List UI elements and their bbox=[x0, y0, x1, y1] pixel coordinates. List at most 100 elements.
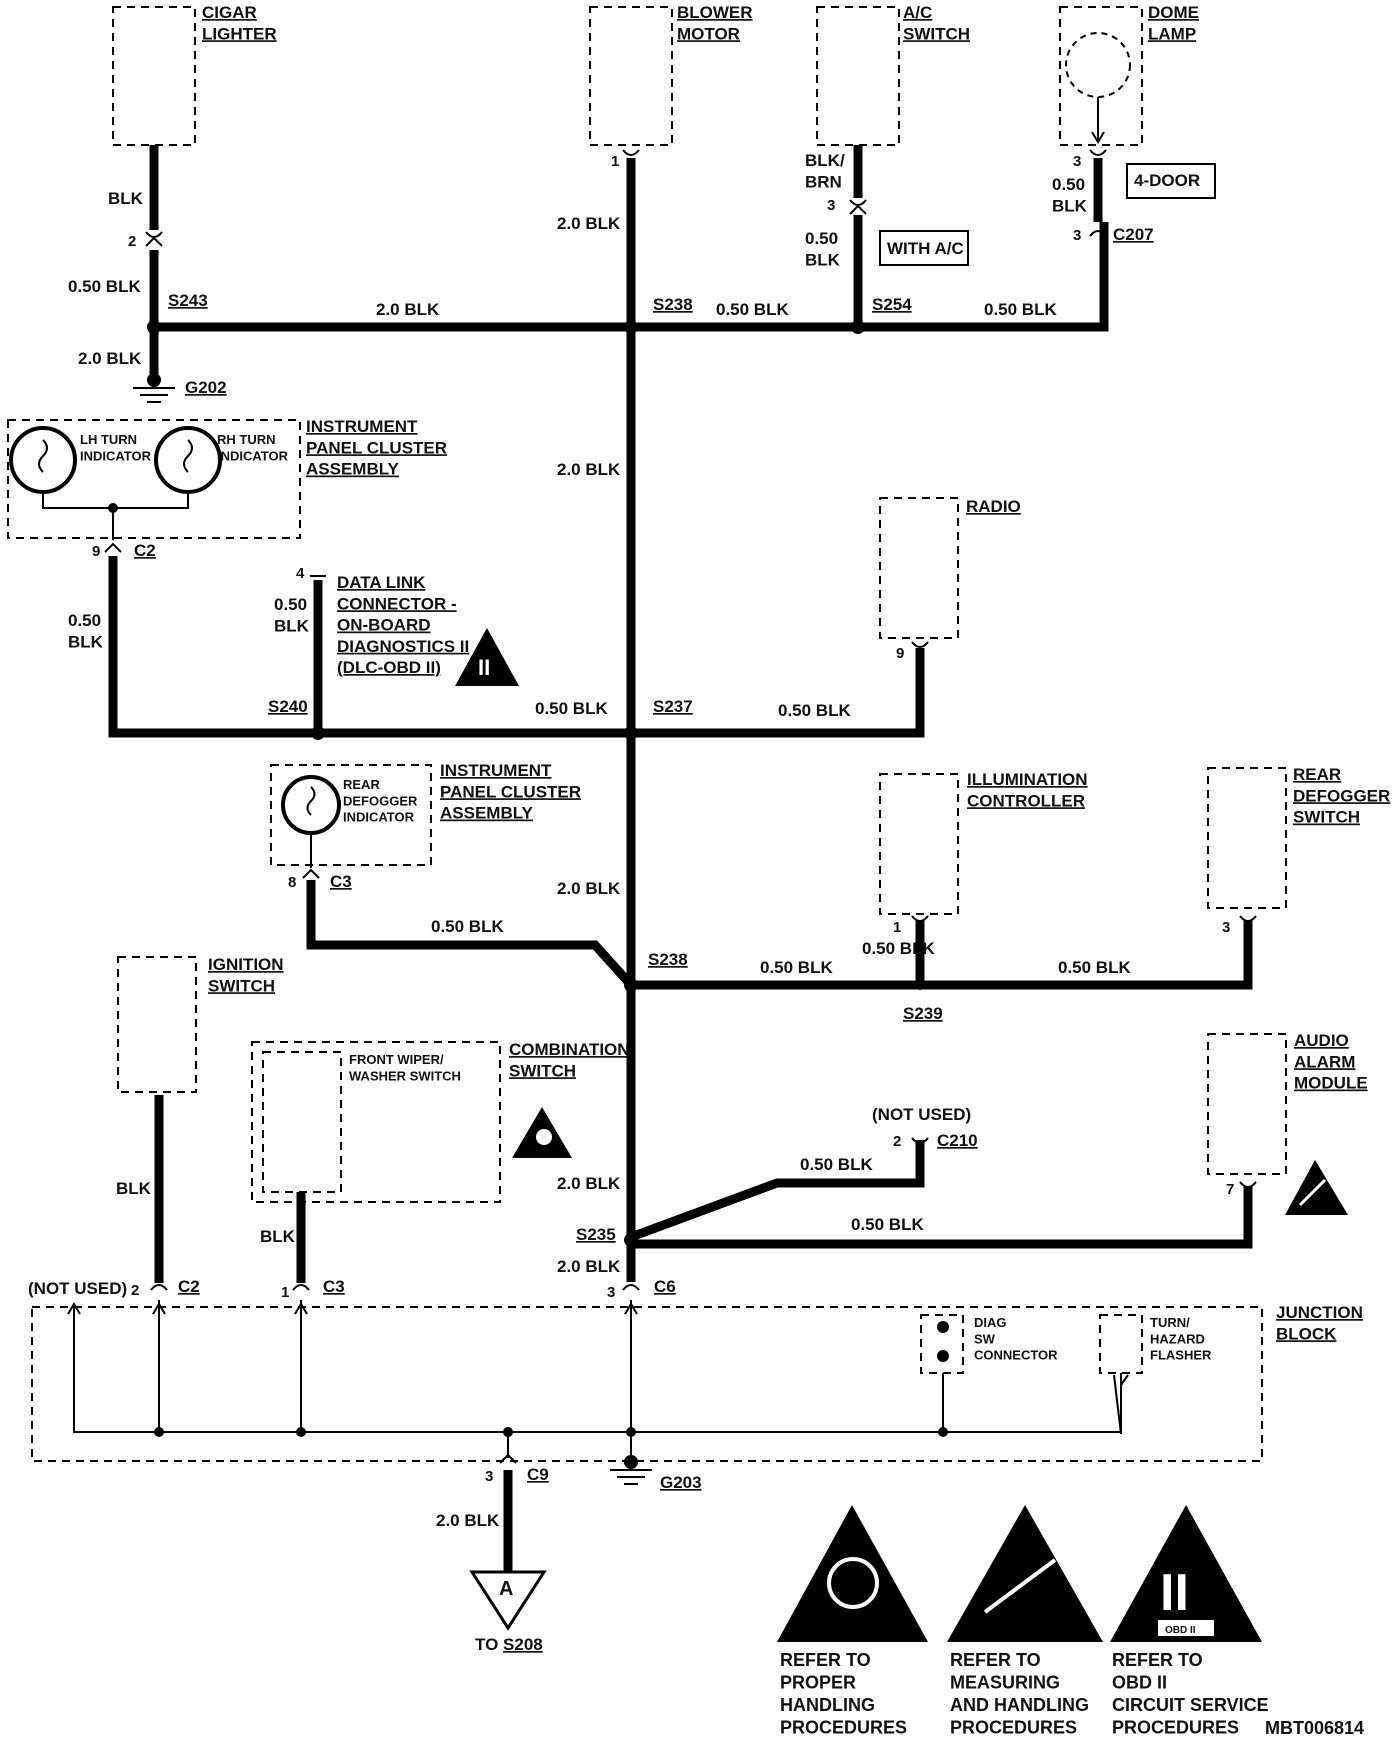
pin-c3-8: 8 bbox=[288, 874, 296, 891]
wire-label-trunk2-20: 2.0 BLK bbox=[557, 879, 621, 898]
lh-turn-bulb-icon bbox=[9, 426, 77, 494]
splice-s238a bbox=[624, 320, 638, 334]
rear-defogger-switch-box bbox=[1207, 767, 1287, 909]
g203-node bbox=[624, 1455, 638, 1469]
pin-c2-2: 2 bbox=[131, 1282, 139, 1299]
pin-dome-3: 3 bbox=[1073, 153, 1081, 170]
diag-pin-1 bbox=[937, 1321, 949, 1333]
diag-sw-connector-box bbox=[920, 1314, 964, 1374]
splice-label-s237: S237 bbox=[653, 697, 693, 716]
connector-label-c6: C6 bbox=[654, 1277, 676, 1296]
with-ac-label: WITH A/C bbox=[887, 239, 964, 258]
ground-label-g203: G203 bbox=[660, 1473, 702, 1492]
splice-s254 bbox=[851, 320, 865, 334]
audio-alarm-module-box bbox=[1207, 1033, 1287, 1175]
junction-node-4 bbox=[626, 1427, 636, 1437]
wire-label-dome-050: 0.50 BLK bbox=[984, 300, 1057, 319]
illumination-controller-box bbox=[879, 773, 959, 915]
wire-label-wiper-blk: BLK bbox=[260, 1227, 296, 1246]
splice-label-s235: S235 bbox=[576, 1225, 616, 1244]
wire-label-c210-050: 0.50 BLK bbox=[800, 1155, 873, 1174]
wire-s238-bus bbox=[631, 920, 1253, 990]
splice-s237 bbox=[624, 726, 638, 740]
pin-illum-1: 1 bbox=[893, 919, 901, 936]
esd-caution-icon-hand bbox=[1298, 1178, 1327, 1207]
dome-lamp-bulb-icon bbox=[1065, 32, 1131, 98]
g202-node bbox=[147, 373, 161, 387]
obd-ii-symbol-text: II bbox=[478, 655, 490, 680]
front-wiper-label: FRONT WIPER/WASHER SWITCH bbox=[349, 1052, 461, 1083]
wire-label-c9-20: 2.0 BLK bbox=[436, 1511, 500, 1530]
wire-label-trunk3-20: 2.0 BLK bbox=[557, 1174, 621, 1193]
connector-label-c2-top: C2 bbox=[134, 541, 156, 560]
not-used-junction: (NOT USED) bbox=[28, 1279, 127, 1298]
instrument-cluster-1-box bbox=[7, 419, 301, 539]
connector-c210 bbox=[911, 1137, 929, 1144]
splice-s238b bbox=[624, 978, 638, 992]
measuring-caution-icon bbox=[947, 1505, 1103, 1642]
offpage-connector-a-icon bbox=[469, 1570, 547, 1631]
obd-ii-symbol-icon bbox=[455, 628, 519, 686]
wire-label-audio-050: 0.50 BLK bbox=[851, 1215, 924, 1234]
connector-label-c2-bottom: C2 bbox=[178, 1277, 200, 1296]
wire-c210 bbox=[629, 1140, 925, 1242]
splice-s235 bbox=[624, 1233, 638, 1247]
junction-node-2 bbox=[296, 1427, 306, 1437]
pin-audio-7: 7 bbox=[1226, 1181, 1234, 1198]
wire-label-ignition-blk: BLK bbox=[116, 1179, 152, 1198]
connector-c9 bbox=[499, 1453, 517, 1464]
splice-s243 bbox=[147, 320, 161, 334]
obd-caution-symbol: II bbox=[1160, 1564, 1189, 1622]
pin-defog-sw-3: 3 bbox=[1222, 919, 1230, 936]
rear-defogger-bulb-icon bbox=[281, 775, 341, 835]
cluster-1-internal bbox=[42, 492, 189, 540]
connector-ac-3 bbox=[849, 199, 867, 215]
splice-label-s240: S240 bbox=[268, 697, 308, 716]
wire-label-radio-050: 0.50 BLK bbox=[778, 701, 851, 720]
pin-blower-1: 1 bbox=[611, 153, 619, 170]
connector-label-c9: C9 bbox=[527, 1465, 549, 1484]
splice-label-s238a: S238 bbox=[653, 295, 693, 314]
wire-label-trunk-20: 2.0 BLK bbox=[557, 460, 621, 479]
figure-id: MBT006814 bbox=[1265, 1718, 1364, 1738]
handling-caution-icon bbox=[777, 1505, 928, 1642]
obd-caution-icon bbox=[1110, 1505, 1262, 1642]
connector-c207 bbox=[1089, 149, 1107, 237]
wire-label-s238b-050: 0.50 BLK bbox=[760, 958, 833, 977]
flasher-lead bbox=[1113, 1373, 1129, 1435]
wire-label-c6-20: 2.0 BLK bbox=[557, 1257, 621, 1276]
connectors-illum-defog bbox=[911, 915, 1257, 922]
splice-label-s254: S254 bbox=[872, 295, 912, 314]
handling-caution-icon-detail bbox=[827, 1557, 879, 1609]
obd-caution-tag: OBD II bbox=[1165, 1625, 1196, 1636]
radio-box bbox=[879, 497, 959, 639]
g202-ground-icon bbox=[133, 387, 175, 403]
pin-cigar-2: 2 bbox=[128, 233, 136, 250]
wire-top-bus bbox=[154, 222, 1109, 332]
connector-audio-7 bbox=[1239, 1181, 1257, 1188]
junction-input-arrows bbox=[67, 1302, 638, 1315]
not-used-c210: (NOT USED) bbox=[872, 1105, 971, 1124]
wire-label-s240-050: 0.50 BLK bbox=[535, 699, 608, 718]
wire-label-illum-050: 0.50 BLK bbox=[862, 939, 935, 958]
cigar-lighter-box bbox=[112, 6, 196, 146]
splice-label-s238b: S238 bbox=[648, 950, 688, 969]
instrument-cluster-2-box bbox=[270, 764, 432, 866]
connector-label-c210: C210 bbox=[937, 1131, 978, 1150]
lh-turn-filament-icon bbox=[38, 439, 48, 473]
connector-label-c207: C207 bbox=[1113, 225, 1154, 244]
offpage-ref-s208: S208 bbox=[503, 1635, 543, 1654]
connectors-c2-c3-c6 bbox=[150, 1284, 640, 1291]
